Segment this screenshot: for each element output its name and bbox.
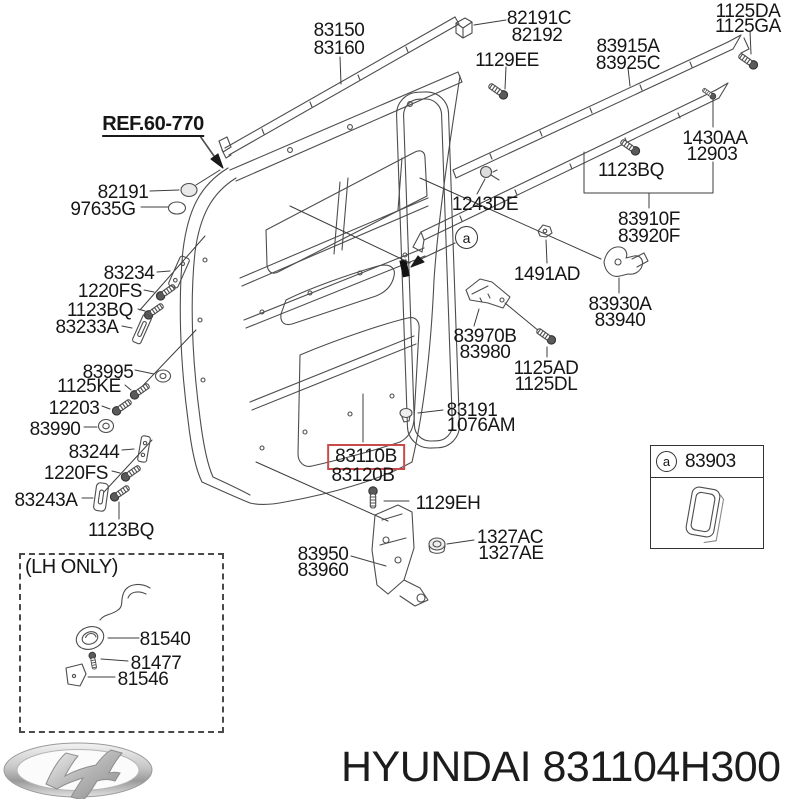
detail-mark bbox=[399, 259, 410, 278]
marker-a-circle: a bbox=[455, 226, 478, 249]
part-label-83110b: 83110B bbox=[327, 444, 405, 470]
part-label-82192: 82192 bbox=[511, 25, 563, 46]
part-label-82191c: 82191C bbox=[506, 8, 572, 29]
ref-arrow bbox=[199, 135, 224, 169]
part-label-83244: 83244 bbox=[68, 442, 120, 463]
part-label-1327ae: 1327AE bbox=[478, 543, 544, 564]
part-label-83960: 83960 bbox=[297, 560, 349, 581]
hyundai-logo bbox=[3, 742, 153, 799]
detail-marker-arrow bbox=[410, 242, 456, 268]
part-label-1220fs: 1220FS bbox=[43, 463, 109, 484]
top-rail-illustration bbox=[218, 16, 460, 159]
part-label-12203: 12203 bbox=[48, 398, 100, 419]
side-rails-illustration bbox=[412, 34, 750, 253]
part-label-83910f: 83910F bbox=[617, 209, 681, 230]
part-label-1220fs: 1220FS bbox=[77, 281, 143, 302]
part-label-83980: 83980 bbox=[459, 342, 511, 363]
part-label-83243a: 83243A bbox=[14, 490, 78, 511]
part-label-1123bq: 1123BQ bbox=[598, 160, 664, 181]
part-label-83233a: 83233A bbox=[55, 317, 119, 338]
door-outer-panel-illustration bbox=[179, 167, 251, 504]
part-label-1129ee: 1129EE bbox=[475, 50, 539, 71]
pad-illustration bbox=[685, 486, 725, 544]
lh-only-box: (LH ONLY) bbox=[19, 553, 224, 733]
part-label-83930a: 83930A bbox=[588, 294, 652, 315]
part-label-82191: 82191 bbox=[97, 182, 149, 203]
part-label-1243de: 1243DE bbox=[451, 194, 519, 215]
part-label-83915a: 83915A bbox=[596, 36, 660, 57]
part-label-1125ad: 1125AD bbox=[513, 358, 579, 379]
part-label-1125da: 1125DA bbox=[715, 1, 781, 22]
part-label-1125dl: 1125DL bbox=[514, 374, 578, 395]
part-label-1327ac: 1327AC bbox=[476, 527, 544, 548]
part-label-83150: 83150 bbox=[313, 20, 365, 41]
part-label-83940: 83940 bbox=[594, 310, 646, 331]
part-label-1125ke: 1125KE bbox=[57, 376, 121, 397]
part-label-1491ad: 1491AD bbox=[513, 264, 581, 285]
door-inner-panel-illustration bbox=[229, 71, 463, 505]
part-label-ref60770: REF.60-770 bbox=[102, 113, 204, 137]
part-label-1076am: 1076AM bbox=[446, 415, 516, 436]
inset-part-number: 83903 bbox=[685, 450, 736, 472]
part-label-1430aa: 1430AA bbox=[682, 128, 748, 149]
part-label-83920f: 83920F bbox=[617, 226, 681, 247]
part-label-83120b: 83120B bbox=[331, 465, 395, 486]
part-label-12903: 12903 bbox=[686, 144, 738, 165]
part-label-1129eh: 1129EH bbox=[415, 493, 481, 514]
inset-marker-a-circle: a bbox=[656, 451, 677, 472]
brand-text: HYUNDAI bbox=[341, 743, 532, 791]
part-label-83995: 83995 bbox=[82, 362, 134, 383]
part-label-81540: 81540 bbox=[139, 629, 191, 650]
door-assembly-illustration bbox=[65, 16, 760, 687]
footer-part-code: HYUNDAI 831104H300 bbox=[341, 743, 781, 792]
inset-part-box: a 83903 bbox=[650, 445, 764, 549]
part-label-83160: 83160 bbox=[313, 38, 365, 59]
part-label-83990: 83990 bbox=[29, 419, 81, 440]
part-code-text: 831104H300 bbox=[542, 743, 781, 791]
part-label-83970b: 83970B bbox=[453, 326, 517, 347]
part-label-83950: 83950 bbox=[297, 544, 349, 565]
part-label-81546: 81546 bbox=[117, 669, 169, 690]
part-label-1123bq: 1123BQ bbox=[88, 520, 154, 541]
part-label-83191: 83191 bbox=[446, 400, 498, 421]
part-label-1125ga: 1125GA bbox=[715, 16, 781, 37]
part-label-81477: 81477 bbox=[130, 653, 182, 674]
part-label-1123bq: 1123BQ bbox=[67, 300, 133, 321]
inset-header: a 83903 bbox=[651, 446, 763, 478]
lh-only-label: (LH ONLY) bbox=[25, 556, 118, 578]
part-label-83234: 83234 bbox=[103, 263, 155, 284]
part-label-97635g: 97635G bbox=[70, 199, 136, 220]
part-label-83925c: 83925C bbox=[595, 53, 661, 74]
fastener-illustrations bbox=[65, 17, 760, 687]
